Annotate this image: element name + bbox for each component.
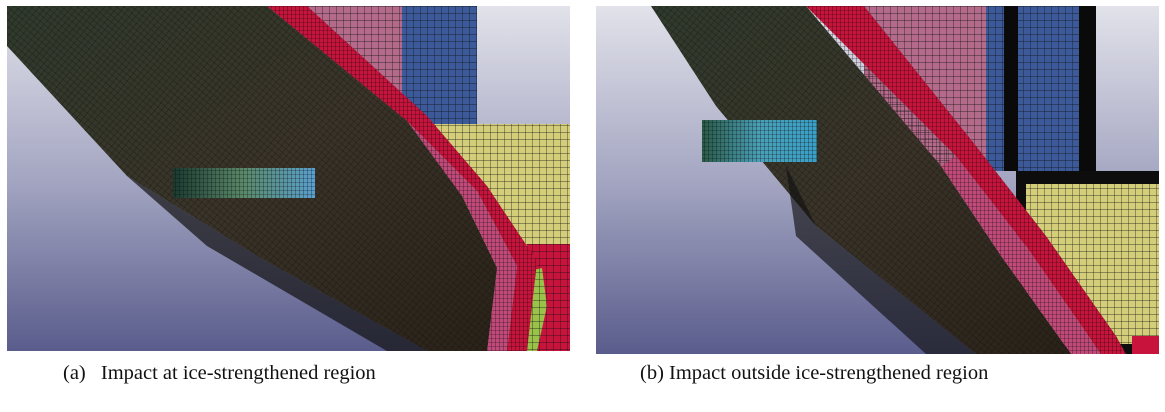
caption-b-text: Impact outside ice-strengthened region bbox=[669, 362, 989, 384]
caption-b-tag: (b) bbox=[640, 362, 664, 384]
panel-b-image bbox=[596, 6, 1159, 354]
caption-a-tag: (a) bbox=[63, 362, 86, 384]
caption-b: (b) Impact outside ice-strengthened regi… bbox=[640, 362, 988, 385]
caption-a-text: Impact at ice-strengthened region bbox=[100, 362, 376, 384]
caption-a: (a) Impact at ice-strengthened region bbox=[63, 362, 376, 385]
panel-a-image bbox=[7, 6, 570, 351]
